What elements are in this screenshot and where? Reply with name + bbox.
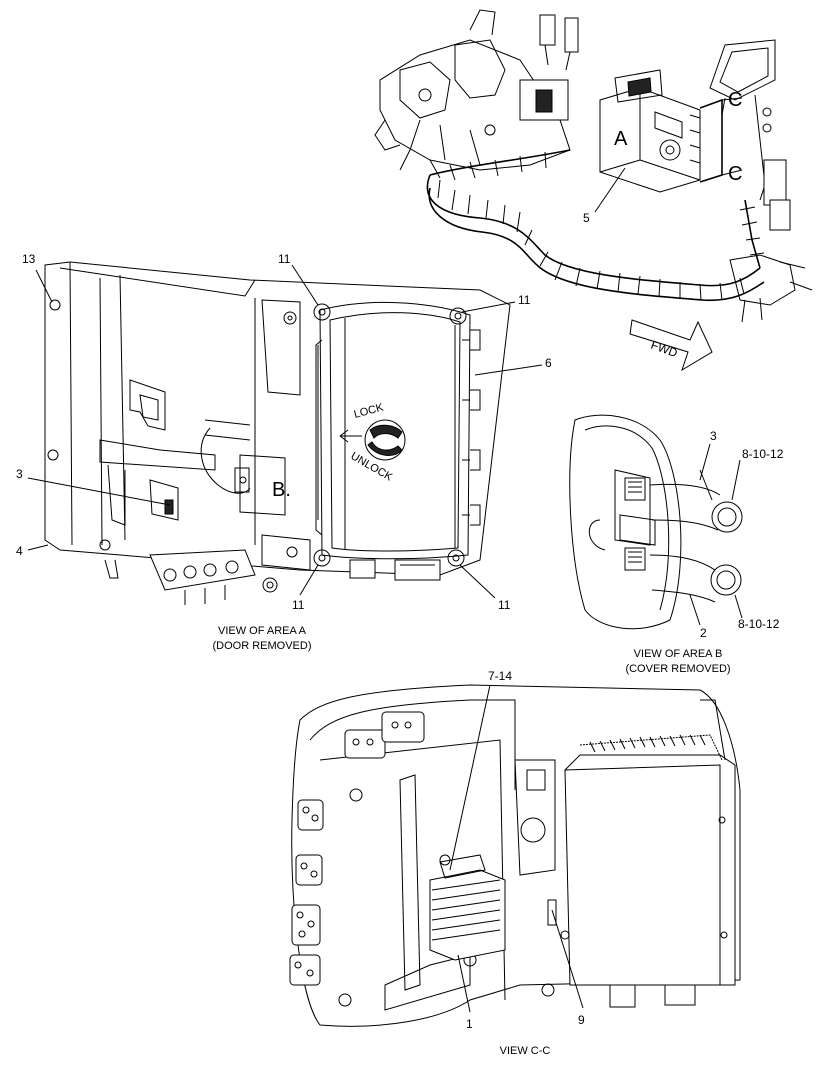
bottom-connectors-a (99, 539, 278, 605)
view-area-b: 3 8-10-12 8-10-12 2 VIEW OF AREA B (COVE… (569, 414, 784, 675)
callout-13: 13 (22, 252, 36, 266)
ecm-module-face: LOCK UNLOCK (313, 301, 481, 581)
harness-components (374, 9, 579, 171)
callout-9: 9 (578, 1013, 585, 1027)
callout-11-top-left: 11 (278, 252, 291, 266)
view-cc: 7-14 1 9 VIEW C-C (289, 669, 741, 1057)
left-connectors-cc (289, 799, 324, 986)
callout-6: 6 (545, 356, 552, 370)
callout-11-bottom-left: 11 (292, 598, 305, 612)
view-cc-caption: VIEW C-C (500, 1045, 551, 1057)
harness-overview: A C C 5 FWD (374, 9, 813, 372)
view-area-a: LOCK UNLOCK B. 13 3 4 11 11 6 11 11 VIEW… (16, 252, 552, 652)
monitor-top-right (709, 39, 776, 116)
fwd-arrow: FWD (629, 319, 713, 372)
callout-8-10-12-top: 8-10-12 (742, 447, 784, 461)
ecm-block-cc (564, 699, 736, 1008)
view-a-caption-title: VIEW OF AREA A (218, 625, 307, 637)
area-letter-c-bottom: C (728, 163, 742, 185)
right-harness (729, 94, 813, 323)
view-b-caption-title: VIEW OF AREA B (634, 648, 723, 660)
view-a-caption-note: (DOOR REMOVED) (213, 640, 312, 652)
relay-stack (429, 854, 506, 961)
view-b-caption-note: (COVER REMOVED) (625, 663, 730, 675)
callout-4: 4 (16, 544, 23, 558)
callout-3-view-a: 3 (16, 467, 23, 481)
ecm-module-overview (599, 69, 701, 193)
callout-2: 2 (700, 626, 707, 640)
view-c-bracket (699, 98, 723, 183)
area-letter-a: A (614, 128, 628, 150)
callout-5: 5 (583, 211, 590, 225)
callout-7-14: 7-14 (488, 669, 512, 683)
area-letter-c-top: C (728, 89, 742, 111)
area-letter-b: B. (272, 479, 291, 501)
callout-1: 1 (466, 1017, 473, 1031)
callout-3-view-b: 3 (710, 429, 717, 443)
harness-conduit (426, 149, 765, 302)
callout-11-top-right: 11 (518, 293, 531, 307)
callout-8-10-12-bottom: 8-10-12 (738, 617, 780, 631)
callout-11-bottom-right: 11 (498, 598, 511, 612)
